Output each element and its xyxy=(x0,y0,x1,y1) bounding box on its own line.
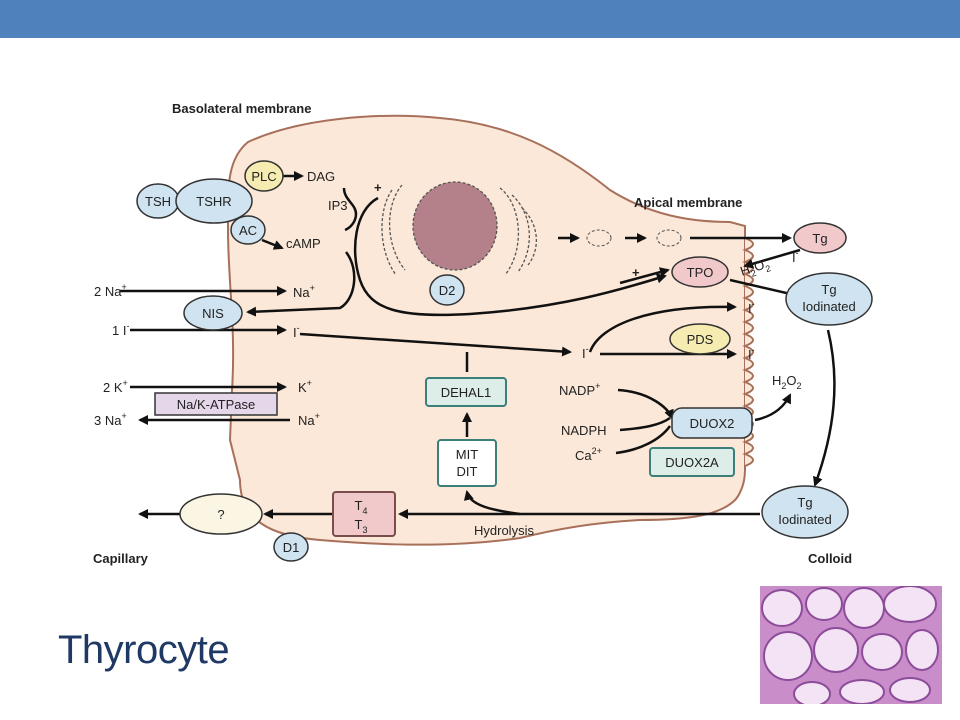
i-left-label: 1 I- xyxy=(112,321,129,338)
slide-title: Thyrocyte xyxy=(58,628,230,672)
duox2-label: DUOX2 xyxy=(690,416,735,431)
na3-left-label: 3 Na+ xyxy=(94,411,127,428)
na-left-label: 2 Na+ xyxy=(94,282,127,299)
vesicle-2 xyxy=(656,229,682,247)
dag-label: DAG xyxy=(307,169,335,184)
nis-label: NIS xyxy=(202,306,224,321)
ca-label: Ca2+ xyxy=(575,446,602,463)
i-in-label: I- xyxy=(293,323,300,340)
plus-label-1: + xyxy=(374,180,382,195)
pds-node xyxy=(669,323,731,355)
tg-iodinated-top-line1: Tg xyxy=(821,282,836,297)
k-left-label: 2 K+ xyxy=(103,378,128,395)
ac-label: AC xyxy=(239,223,257,238)
tg-label: Tg xyxy=(812,231,827,246)
na-out-label: Na+ xyxy=(298,411,320,428)
dit-label: DIT xyxy=(457,464,478,479)
header-bar xyxy=(0,0,960,38)
cell-body xyxy=(226,114,746,546)
duox2-box xyxy=(671,407,753,439)
nis-node xyxy=(183,295,243,331)
hydrolysis-label: Hydrolysis xyxy=(474,523,534,538)
tshr-node xyxy=(175,178,253,224)
tg-node xyxy=(793,222,847,254)
d1-label: D1 xyxy=(283,540,300,555)
tg-iodinated-bottom-line1: Tg xyxy=(797,495,812,510)
nadph-label: NADPH xyxy=(561,423,607,438)
mit-dit-box xyxy=(437,439,497,487)
t4-label: T4 xyxy=(355,498,368,516)
d2-node xyxy=(429,274,465,306)
tshr-label: TSHR xyxy=(196,194,231,209)
t4-t3-box xyxy=(332,491,396,537)
camp-label: cAMP xyxy=(286,236,321,251)
plus-label-2: + xyxy=(632,265,640,280)
unknown-transporter-node xyxy=(179,493,263,535)
tg-iodinated-top-line2: Iodinated xyxy=(802,299,856,314)
i-mid-label: I- xyxy=(582,344,589,361)
vesicle-1 xyxy=(586,229,612,247)
h2o2-right-label: H2O2 xyxy=(772,373,802,391)
nadp-label: NADP+ xyxy=(559,381,600,398)
d1-node xyxy=(273,532,309,562)
tg-iodinated-bottom-node xyxy=(761,485,849,539)
na-in-label: Na+ xyxy=(293,283,315,300)
i-right2-label: I- xyxy=(748,345,755,362)
apical-label: Apical membrane xyxy=(634,195,742,210)
golgi-apparatus xyxy=(381,184,538,276)
plc-node xyxy=(244,160,284,192)
k-in-label: K+ xyxy=(298,378,312,395)
arrows xyxy=(120,171,836,519)
pds-label: PDS xyxy=(687,332,714,347)
i-tg-label: I- xyxy=(792,248,799,265)
basolateral-label: Basolateral membrane xyxy=(172,101,311,116)
ip3-label: IP3 xyxy=(328,198,348,213)
h2o2-top-label: H2O2 xyxy=(738,255,772,281)
capillary-label: Capillary xyxy=(93,551,149,566)
tg-iodinated-top-node xyxy=(785,272,873,326)
dehal1-box xyxy=(425,377,507,407)
plc-label: PLC xyxy=(251,169,276,184)
dehal1-label: DEHAL1 xyxy=(441,385,492,400)
t3-label: T3 xyxy=(355,517,368,535)
mit-label: MIT xyxy=(456,447,478,462)
atpase-label: Na/K-ATPase xyxy=(177,397,256,412)
tsh-label: TSH xyxy=(145,194,171,209)
atpase-box xyxy=(154,392,278,416)
tg-iodinated-bottom-line2: Iodinated xyxy=(778,512,832,527)
duox2a-label: DUOX2A xyxy=(665,455,719,470)
i-right1-label: I- xyxy=(748,299,755,316)
d2-label: D2 xyxy=(439,283,456,298)
ac-node xyxy=(230,215,266,245)
unknown-transporter-label: ? xyxy=(217,507,224,522)
colloid-label: Colloid xyxy=(808,551,852,566)
nucleus xyxy=(412,181,498,271)
thyroid-histology-image xyxy=(760,586,942,704)
duox2a-box xyxy=(649,447,735,477)
tpo-node xyxy=(671,256,729,288)
tpo-label: TPO xyxy=(687,265,714,280)
